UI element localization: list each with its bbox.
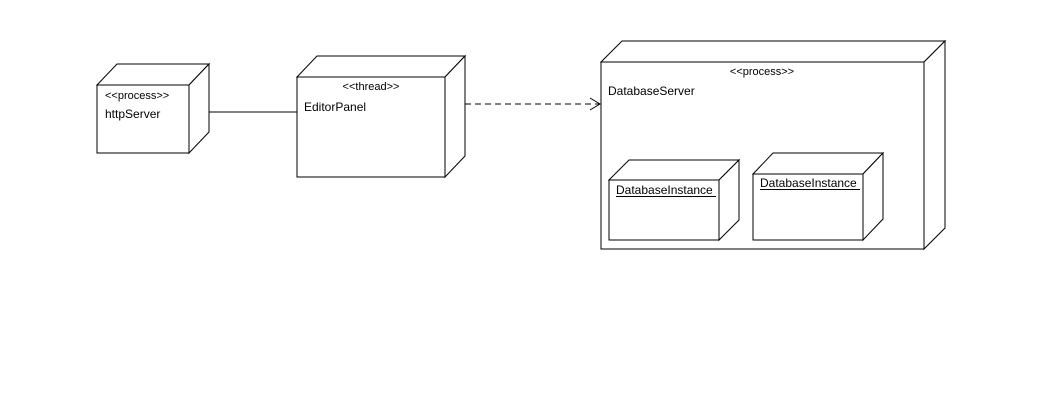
node-database-server-top bbox=[599, 40, 947, 63]
node-editor-panel[interactable]: <<thread>> EditorPanel bbox=[295, 54, 467, 179]
node-http-server[interactable]: <<process>> httpServer bbox=[95, 62, 211, 155]
node-database-server[interactable]: <<process>> DatabaseServer DatabaseInsta… bbox=[599, 39, 947, 251]
node-editor-panel-top bbox=[295, 55, 467, 78]
node-database-instance-1-top bbox=[607, 159, 741, 181]
node-editor-panel-front bbox=[296, 76, 446, 178]
arrowhead-icon bbox=[589, 97, 601, 111]
node-database-instance-1[interactable]: DatabaseInstance bbox=[607, 158, 741, 242]
node-database-server-side bbox=[923, 39, 946, 251]
node-database-instance-1-name: DatabaseInstance bbox=[616, 183, 713, 197]
node-database-server-name: DatabaseServer bbox=[608, 84, 695, 98]
node-database-instance-1-front bbox=[608, 179, 720, 241]
node-http-server-name: httpServer bbox=[105, 107, 160, 121]
node-database-server-stereotype: <<process>> bbox=[730, 66, 794, 78]
node-http-server-front bbox=[96, 84, 190, 154]
node-editor-panel-name: EditorPanel bbox=[304, 100, 366, 114]
node-http-server-stereotype: <<process>> bbox=[105, 90, 169, 102]
node-editor-panel-side bbox=[444, 54, 466, 179]
node-database-instance-2-name: DatabaseInstance bbox=[760, 176, 857, 190]
node-database-instance-2[interactable]: DatabaseInstance bbox=[751, 151, 885, 242]
node-editor-panel-stereotype: <<thread>> bbox=[343, 81, 400, 93]
node-database-instance-2-front bbox=[752, 173, 864, 241]
node-database-instance-2-top bbox=[751, 152, 885, 175]
connection-editor-database[interactable] bbox=[465, 97, 601, 111]
